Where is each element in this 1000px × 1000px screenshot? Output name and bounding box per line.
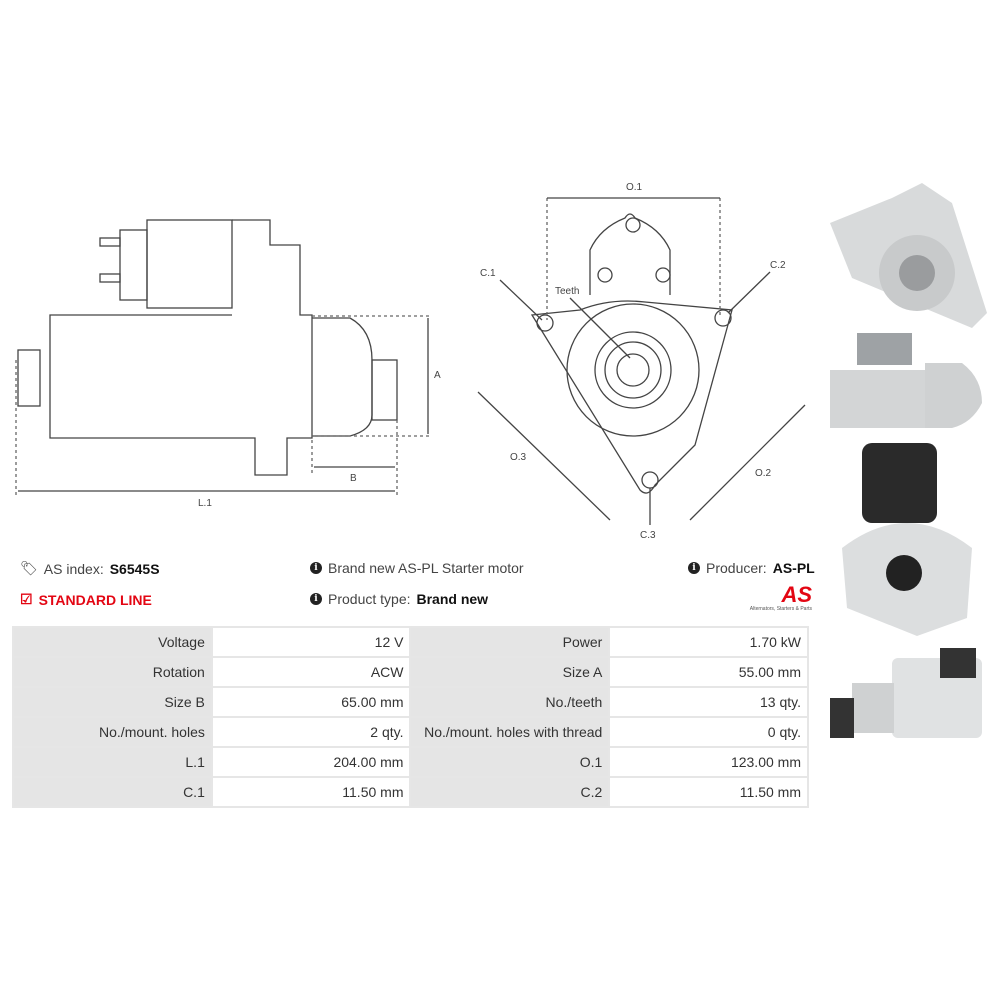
producer-label: Producer: — [706, 560, 767, 576]
spec-label: No./mount. holes with thread — [409, 716, 611, 748]
spec-value: 0 qty. — [608, 716, 809, 748]
standard-line: ☑ STANDARD LINE — [20, 591, 152, 608]
label-l1: L.1 — [198, 498, 212, 509]
product-type-label: Product type: — [328, 591, 411, 607]
tag-icon: 🏷 — [20, 560, 38, 576]
label-teeth: Teeth — [555, 286, 579, 297]
photo-front[interactable] — [830, 183, 987, 328]
as-index-value: S6545S — [109, 560, 160, 577]
spec-label: Size B — [12, 686, 213, 718]
photo-side[interactable] — [830, 333, 982, 428]
spec-value: 13 qty. — [608, 686, 809, 718]
logo-tagline: Alternators, Starters & Parts — [749, 606, 812, 612]
spec-value: 2 qty. — [210, 716, 412, 748]
spec-label: Rotation — [12, 656, 213, 688]
spec-label: No./mount. holes — [12, 716, 213, 748]
label-a: A — [434, 370, 441, 381]
checkbox-icon: ☑ — [20, 591, 33, 607]
solenoid — [146, 219, 233, 309]
spec-label: C.1 — [12, 776, 213, 808]
as-index-label: AS index: — [43, 560, 104, 577]
spec-label: L.1 — [12, 746, 213, 778]
logo-text: AS — [781, 582, 812, 607]
label-c2: C.2 — [770, 260, 786, 271]
label-o1: O.1 — [626, 182, 643, 193]
label-o3: O.3 — [510, 452, 527, 463]
photo-three-quarter[interactable] — [830, 648, 982, 738]
photo-rear[interactable] — [842, 443, 972, 636]
side-view-diagram: A B L.1 — [15, 219, 441, 509]
label-c3: C.3 — [640, 530, 656, 541]
spec-label: No./teeth — [409, 686, 611, 718]
product-type: i Product type: Brand new — [310, 591, 488, 607]
description: i Brand new AS-PL Starter motor — [310, 560, 524, 576]
info-icon: i — [310, 593, 322, 605]
label-o2: O.2 — [755, 468, 772, 479]
spec-label: Size A — [409, 656, 611, 688]
as-pl-logo: AS Alternators, Starters & Parts — [722, 582, 812, 613]
label-c1: C.1 — [480, 268, 496, 279]
producer: i Producer: AS-PL — [688, 560, 815, 576]
spec-label: C.2 — [409, 776, 611, 808]
front-view-diagram: O.1 C.1 C.2 Teeth O.3 O.2 C.3 — [477, 182, 806, 541]
info-icon: i — [310, 562, 322, 574]
producer-value: AS-PL — [772, 560, 815, 576]
spec-value: 11.50 mm — [210, 776, 412, 808]
spec-value: 123.00 mm — [608, 746, 809, 778]
spec-label: Voltage — [12, 626, 213, 658]
spec-value: 55.00 mm — [608, 656, 809, 688]
spec-value: 204.00 mm — [210, 746, 412, 778]
as-index: 🏷 AS index: S6545S — [20, 560, 160, 577]
product-photos — [830, 183, 987, 738]
spec-value: ACW — [210, 656, 412, 688]
spec-value: 11.50 mm — [608, 776, 809, 808]
line-label: STANDARD LINE — [38, 591, 152, 608]
spec-value: 12 V — [210, 626, 412, 658]
product-type-value: Brand new — [416, 591, 489, 607]
description-text: Brand new AS-PL Starter motor — [328, 560, 524, 576]
spec-label: O.1 — [409, 746, 611, 778]
info-icon: i — [688, 562, 700, 574]
spec-value: 1.70 kW — [608, 626, 809, 658]
spec-value: 65.00 mm — [210, 686, 412, 718]
label-b: B — [350, 473, 357, 484]
spec-label: Power — [409, 626, 611, 658]
